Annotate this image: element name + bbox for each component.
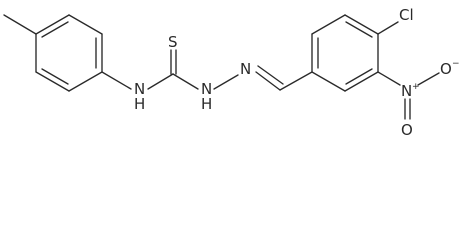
bond-tolyl-ring-2 [68,14,103,35]
bond-tolyl-ring-1-inner [41,21,69,38]
bond-nitro-o-single [417,72,440,86]
atom-nitro-o-double: O [401,121,413,138]
bond-ring2-3-inner [345,21,373,38]
atom-amine-nh-n: N [134,80,145,98]
atom-hydrazine-nh-h: H [201,95,212,113]
bond-c-nh2 [172,73,199,90]
atom-imine-n: N [240,60,251,78]
atom-amine-nh-h: H [134,95,145,113]
bond-tolyl-ring-4 [68,71,103,92]
bond-ch-ring [279,71,313,91]
bond-tolyl-ring-5 [35,71,70,92]
bond-nh-n [213,74,239,90]
atom-chlorine: Cl [399,6,414,24]
bond-ring2-5 [344,71,379,92]
bond-ring2-2 [311,14,346,35]
nitro-o-charge: − [452,59,460,69]
bond-ring2-3 [344,14,379,35]
bond-n-ch-2 [257,65,284,85]
bond-tolyl-nh [101,71,132,90]
bond-ring2-6 [311,71,346,92]
bond-ring-cl [377,21,399,35]
bond-nh-c [147,73,174,90]
bond-methyl [3,14,37,35]
atom-nitro-n: N [401,82,412,100]
atom-sulfur: S [168,33,178,51]
bond-tolyl-ring-5-inner [41,68,69,85]
atom-labels: S H N H N N Cl N + O O − [134,6,460,138]
bond-ring2-5-inner [345,68,373,85]
atom-nitro-o-single: O [440,60,452,78]
nitro-n-charge: + [412,82,420,92]
bond-n-ch-1 [255,71,281,91]
bond-ring-nitro [377,71,401,86]
chemical-structure-diagram: S H N H N N Cl N + O O − [3,6,460,138]
bond-tolyl-ring-1 [35,14,70,35]
bonds [3,14,440,120]
atom-hydrazine-nh-n: N [201,80,212,98]
